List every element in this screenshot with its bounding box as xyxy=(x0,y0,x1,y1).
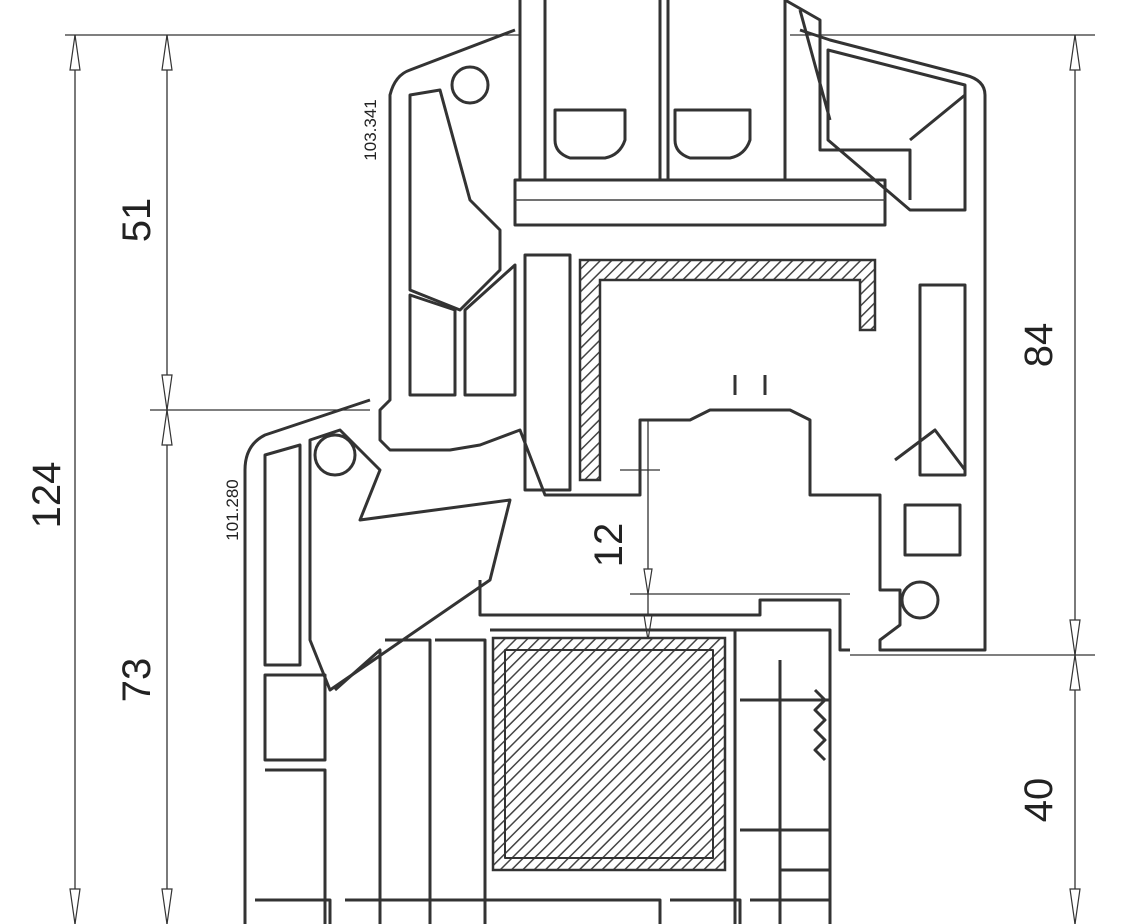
dimension-lines xyxy=(65,34,1095,924)
glazing-unit xyxy=(513,0,912,227)
dim-73-label: 73 xyxy=(115,658,159,703)
dim-40-label: 40 xyxy=(1017,778,1061,823)
dim-124-label: 124 xyxy=(25,462,69,529)
dim-12-label: 12 xyxy=(587,523,631,568)
dim-51-label: 51 xyxy=(115,198,159,243)
sash-profile xyxy=(378,28,987,652)
dim-84-label: 84 xyxy=(1017,323,1061,368)
sash-profile-code: 103.341 xyxy=(361,99,380,160)
frame-profile xyxy=(243,398,850,924)
frame-profile-code: 101.280 xyxy=(223,479,242,540)
